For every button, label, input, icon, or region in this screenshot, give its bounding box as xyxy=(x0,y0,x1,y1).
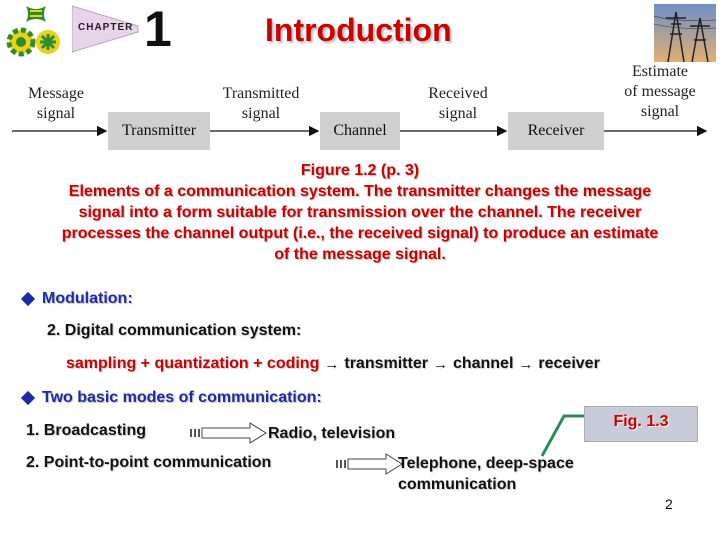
transmitted-signal-label: Transmitted signal xyxy=(222,85,300,122)
transmitter-block: Transmitter xyxy=(108,112,210,150)
page-title: Introduction xyxy=(265,12,452,48)
block-arrow-icon xyxy=(336,453,403,475)
channel-block: Channel xyxy=(320,112,400,150)
chain-source-steps: sampling + quantization + coding xyxy=(66,355,320,372)
chain-receiver: receiver xyxy=(538,355,600,372)
receiver-block: Receiver xyxy=(508,112,604,150)
callout-line xyxy=(540,414,588,457)
right-arrow-icon: → xyxy=(324,355,340,373)
estimate-signal-label: Estimate of message signal xyxy=(624,63,696,120)
diamond-bullet-icon xyxy=(20,390,36,406)
message-signal-label: Message signal xyxy=(28,85,84,122)
digital-system-item: 2. Digital communication system: xyxy=(47,322,302,339)
chapter-number: 1 xyxy=(144,1,172,57)
chapter-tab-shape xyxy=(72,5,139,53)
page-number: 2 xyxy=(665,496,673,512)
point-to-point-example: Telephone, deep-space communication xyxy=(398,455,574,493)
caption-line: of the message signal. xyxy=(274,246,446,263)
diamond-bullet-icon xyxy=(20,291,36,307)
chain-channel: channel xyxy=(452,355,514,372)
diagram-arrows xyxy=(12,125,708,137)
mode-broadcasting: 1. Broadcasting xyxy=(26,422,147,439)
received-signal-label: Received signal xyxy=(428,85,488,122)
university-logo-icon xyxy=(4,2,66,64)
caption-line: Elements of a communication system. The … xyxy=(68,183,652,200)
block-arrow-icon xyxy=(190,422,267,444)
caption-line: processes the channel output (i.e., the … xyxy=(61,225,659,242)
digital-chain-line: sampling + quantization + coding → trans… xyxy=(66,355,600,373)
modes-heading: Two basic modes of communication: xyxy=(20,389,322,407)
chapter-label: CHAPTER xyxy=(78,22,134,33)
mode-point-to-point: 2. Point-to-point communication xyxy=(26,454,272,471)
caption-line: signal into a form suitable for transmis… xyxy=(78,204,642,221)
power-tower-photo-icon xyxy=(654,4,716,62)
broadcasting-example: Radio, television xyxy=(268,425,396,442)
communication-system-diagram: Message signal Transmitted signal Receiv… xyxy=(0,62,720,162)
fig-1-3-callout: Fig. 1.3 xyxy=(584,406,698,442)
right-arrow-icon: → xyxy=(432,355,448,373)
caption-figure-ref: Figure 1.2 (p. 3) xyxy=(300,162,420,179)
right-arrow-icon: → xyxy=(518,355,534,373)
figure-caption: Figure 1.2 (p. 3) Elements of a communic… xyxy=(14,160,706,265)
chain-transmitter: transmitter xyxy=(344,355,428,372)
modulation-heading: Modulation: xyxy=(20,290,133,308)
